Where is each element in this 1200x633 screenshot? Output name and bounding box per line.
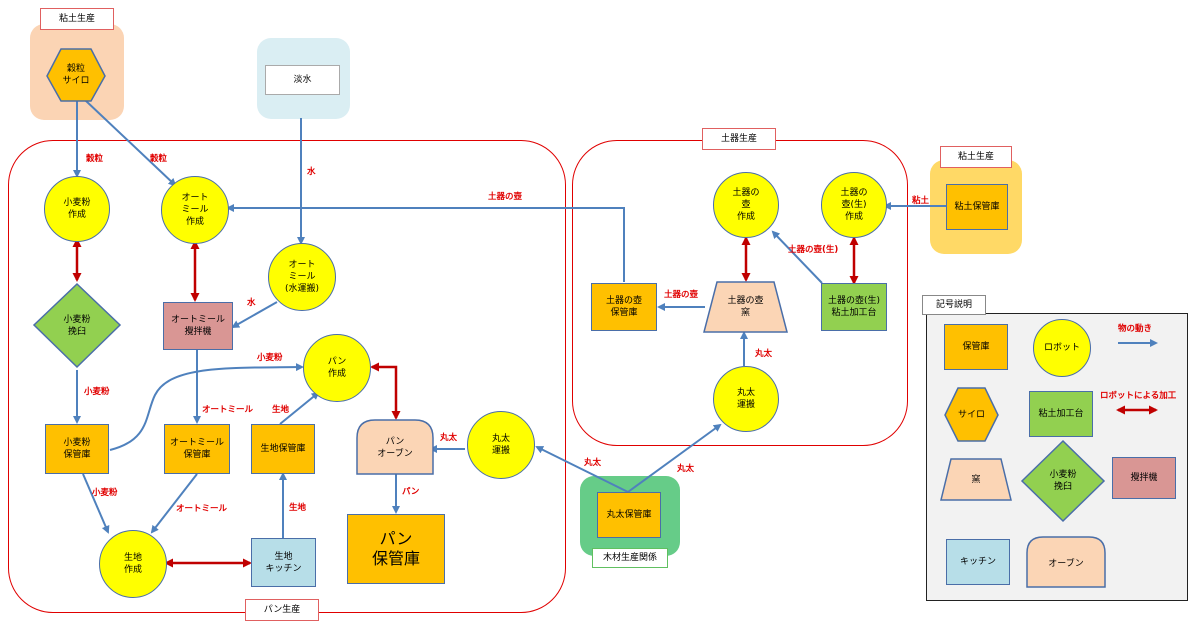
kiln-trapezoid <box>703 281 788 333</box>
edge-label-log-out2: 丸太 <box>677 464 695 474</box>
edge-flourstorage-dough <box>82 473 110 534</box>
edge-flourstorage-bread <box>109 363 304 451</box>
legend-oven: オーブン <box>1048 559 1084 569</box>
edge-label-bread-out: パン <box>402 487 420 497</box>
dough-kitchen: 生地 キッチン <box>251 538 316 587</box>
legend-kiln: 窯 <box>971 474 981 485</box>
pot-kiln: 土器の壺 窯 <box>727 296 764 318</box>
edge-label-pot-short: 土器の壺 <box>664 290 699 300</box>
bread-oven: パン オーブン <box>377 437 413 459</box>
edge-label-log-up: 丸太 <box>755 349 773 359</box>
dough-make-robot: 生地 作成 <box>99 530 167 598</box>
fresh-water-box: 淡水 <box>265 65 340 95</box>
flour-mill: 小麦粉 挽臼 <box>63 314 91 337</box>
dough-storage: 生地保管庫 <box>251 424 315 474</box>
edge-potstorage-oatmeal <box>226 204 625 282</box>
edge-label-oat-mid: オートミール <box>202 405 254 415</box>
edge-label-water-2: 水 <box>247 298 256 308</box>
legend-silo: サイロ <box>957 409 985 420</box>
oven-shape <box>356 419 434 475</box>
oatmeal-make-robot: オート ミール 作成 <box>161 176 229 244</box>
edge-doughstorage-bread <box>279 391 320 425</box>
log-transport-left-robot: 丸太 運搬 <box>467 411 535 479</box>
region-label-bread: パン生産 <box>245 599 319 621</box>
flour-make-robot: 小麦粉 作成 <box>44 176 110 242</box>
region-label-clay-left: 粘土生産 <box>40 8 114 30</box>
edge-label-log-in: 丸太 <box>440 433 458 443</box>
region-label-pottery: 土器生産 <box>702 128 776 150</box>
region-label-clay-right: 粘土生産 <box>940 146 1012 168</box>
oatmeal-mixer: オートミール 攪拌機 <box>163 302 233 350</box>
flour-mill-diamond <box>32 282 122 369</box>
edge-logstorage-logtransport <box>627 423 722 493</box>
clay-storage: 粘土保管庫 <box>946 184 1008 230</box>
edge-oatstorage-dough <box>150 473 198 534</box>
legend-mill-diamond <box>1020 439 1106 523</box>
region-label-wood: 木材生産関係 <box>592 548 668 568</box>
grain-silo: 穀粒 サイロ <box>62 64 90 86</box>
legend-silo-hexagon <box>944 387 999 442</box>
edge-label-clay: 粘土 <box>912 196 930 206</box>
edge-label-flour-up: 小麦粉 <box>257 353 283 363</box>
log-storage: 丸太保管庫 <box>597 492 661 538</box>
legend-move-label: 物の動き <box>1118 324 1153 334</box>
legend-storage: 保管庫 <box>944 324 1008 370</box>
edge-silo-oatmeal <box>84 99 177 187</box>
raw-pot-bench: 土器の壺(生) 粘土加工台 <box>821 283 887 331</box>
edge-label-grain-2: 穀粒 <box>150 154 168 164</box>
pot-storage: 土器の壺 保管庫 <box>591 283 657 331</box>
legend-kitchen: キッチン <box>946 539 1010 585</box>
legend-mixer: 攪拌機 <box>1112 457 1176 499</box>
edge-label-flour-low: 小麦粉 <box>92 488 118 498</box>
legend-oven-shape <box>1026 536 1106 588</box>
edge-label-oat-low: オートミール <box>176 504 228 514</box>
legend-mill: 小麦粉 挽臼 <box>1049 470 1077 492</box>
flour-storage: 小麦粉 保管庫 <box>45 424 109 474</box>
edge-oatwater-mixer <box>231 301 278 328</box>
pot-make-robot: 土器の 壺 作成 <box>713 172 779 238</box>
edge-logstorage-logtransport-left <box>535 446 629 493</box>
raw-pot-make-robot: 土器の 壺(生) 作成 <box>821 172 887 238</box>
region-label-legend: 記号説明 <box>922 295 986 315</box>
robot-bread-oven <box>370 362 401 420</box>
bread-make-robot: パン 作成 <box>303 334 371 402</box>
edge-label-dough-up: 生地 <box>272 405 290 415</box>
edge-label-pot-long: 土器の壺 <box>488 192 523 202</box>
legend-robot: ロボット <box>1033 319 1091 377</box>
silo-hexagon <box>46 48 106 102</box>
edge-label-water-1: 水 <box>307 167 316 177</box>
edge-label-grain-1: 穀粒 <box>86 154 104 164</box>
edge-label-flour-mid: 小麦粉 <box>84 387 110 397</box>
legend-robot-process-label: ロボットによる加工 <box>1100 391 1177 401</box>
edge-label-log-out1: 丸太 <box>584 458 602 468</box>
oatmeal-storage: オートミール 保管庫 <box>164 424 230 474</box>
bread-storage: パン 保管庫 <box>347 514 445 584</box>
edge-bench-pot <box>771 230 823 284</box>
edge-label-raw-pot: 土器の壺(生) <box>788 245 839 255</box>
oatmeal-water-robot: オート ミール (水運搬) <box>268 243 336 311</box>
legend-kiln-trapezoid <box>940 458 1012 501</box>
log-transport-right-robot: 丸太 運搬 <box>713 366 779 432</box>
legend-clay-bench: 粘土加工台 <box>1029 391 1093 437</box>
edge-label-dough-low: 生地 <box>289 503 307 513</box>
